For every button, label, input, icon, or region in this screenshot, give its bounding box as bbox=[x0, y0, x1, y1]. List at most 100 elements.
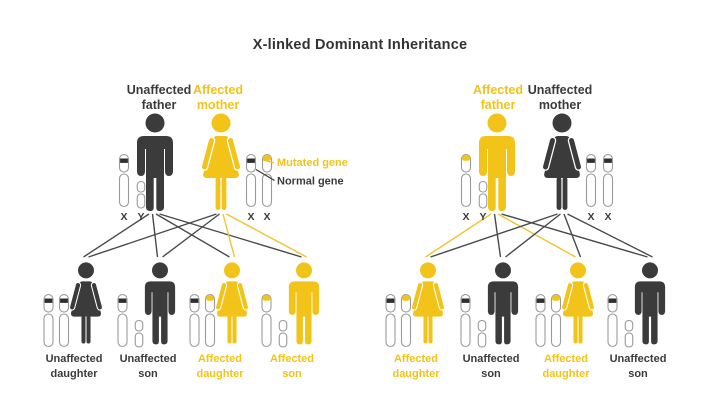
child-label: son bbox=[481, 368, 501, 380]
inheritance-line-father-to-child4 bbox=[501, 213, 648, 258]
child-figure bbox=[560, 262, 596, 344]
child-label: Unaffected bbox=[610, 353, 667, 365]
chromosome-letter: X bbox=[247, 211, 254, 223]
father-label: Affected bbox=[473, 83, 523, 97]
child-figure bbox=[410, 262, 446, 344]
inheritance-line-father-to-child1 bbox=[425, 213, 492, 258]
x-chromosome-icon bbox=[261, 294, 272, 348]
legend-normal-gene-label: Normal gene bbox=[277, 176, 344, 188]
chromosome-letter: X bbox=[263, 211, 270, 223]
child-label: daughter bbox=[392, 368, 440, 380]
legend-normal-pointer-line bbox=[255, 168, 275, 182]
x-chromosome-icon bbox=[118, 154, 130, 208]
father-label: father bbox=[142, 98, 177, 112]
chromosome-letter: X bbox=[587, 211, 594, 223]
legend-mutated-pointer-line bbox=[262, 159, 275, 164]
x-chromosome-icon bbox=[400, 294, 412, 348]
child-figure bbox=[144, 262, 176, 345]
mutated-gene-band bbox=[205, 295, 215, 301]
child-label: daughter bbox=[50, 368, 98, 380]
child-label: Affected bbox=[198, 353, 242, 365]
x-chromosome-icon bbox=[602, 154, 614, 208]
mother-figure bbox=[541, 113, 583, 210]
mother-label: mother bbox=[539, 98, 582, 112]
x-chromosome-icon bbox=[43, 294, 54, 348]
x-chromosome-icon bbox=[550, 294, 562, 348]
x-chromosome-icon bbox=[607, 294, 618, 348]
mother-label: mother bbox=[197, 98, 240, 112]
normal-gene-band bbox=[120, 158, 128, 163]
mutated-gene-band bbox=[461, 155, 471, 161]
mutated-gene-band bbox=[262, 295, 271, 301]
child-label: Affected bbox=[544, 353, 588, 365]
child-figure bbox=[288, 262, 320, 345]
normal-gene-band bbox=[190, 298, 199, 303]
x-chromosome-icon bbox=[385, 294, 396, 348]
child-figure bbox=[68, 262, 104, 344]
inheritance-line-father-to-child1 bbox=[83, 213, 150, 258]
y-chromosome-icon bbox=[278, 319, 288, 348]
inheritance-line-mother-to-child2 bbox=[505, 213, 561, 258]
inheritance-line-mother-to-child2 bbox=[162, 213, 220, 258]
x-chromosome-icon bbox=[189, 294, 200, 348]
father-figure bbox=[479, 113, 515, 211]
child-label: Affected bbox=[270, 353, 314, 365]
y-chromosome-icon bbox=[136, 180, 146, 209]
legend-mutated-gene-label: Mutated gene bbox=[277, 157, 348, 169]
inheritance-line-mother-to-child3 bbox=[563, 213, 582, 258]
inheritance-line-mother-to-child4 bbox=[226, 213, 307, 258]
father-label: father bbox=[481, 98, 516, 112]
child-label: daughter bbox=[196, 368, 244, 380]
father-label: Unaffected bbox=[127, 83, 192, 97]
chromosome-letter: X bbox=[462, 211, 469, 223]
x-chromosome-icon bbox=[460, 154, 472, 208]
father-figure bbox=[137, 113, 173, 211]
inheritance-line-father-to-child3 bbox=[155, 213, 230, 258]
normal-gene-band bbox=[118, 298, 127, 303]
inheritance-line-mother-to-child4 bbox=[567, 213, 653, 258]
mutated-gene-band bbox=[401, 295, 411, 301]
x-chromosome-icon bbox=[245, 154, 257, 208]
inheritance-line-father-to-child2 bbox=[493, 213, 502, 258]
normal-gene-band bbox=[587, 158, 595, 163]
normal-gene-band bbox=[44, 298, 53, 303]
mutated-gene-band bbox=[262, 155, 272, 161]
x-chromosome-icon bbox=[261, 154, 273, 208]
normal-gene-band bbox=[386, 298, 395, 303]
x-chromosome-icon bbox=[535, 294, 546, 348]
child-label: son bbox=[282, 368, 302, 380]
child-label: Unaffected bbox=[120, 353, 177, 365]
child-label: Affected bbox=[394, 353, 438, 365]
mother-figure bbox=[200, 113, 242, 210]
child-label: son bbox=[138, 368, 158, 380]
diagram-title: X-linked Dominant Inheritance bbox=[252, 37, 468, 53]
normal-gene-band bbox=[536, 298, 545, 303]
inheritance-line-father-to-child4 bbox=[159, 213, 302, 258]
y-chromosome-icon bbox=[477, 319, 487, 348]
y-chromosome-icon bbox=[134, 319, 144, 348]
child-label: Unaffected bbox=[463, 353, 520, 365]
chromosome-letter: X bbox=[120, 211, 127, 223]
inheritance-line-father-to-child3 bbox=[497, 213, 576, 258]
inheritance-line-father-to-child2 bbox=[151, 213, 159, 258]
chromosome-letter: X bbox=[604, 211, 611, 223]
inheritance-line-mother-to-child1 bbox=[430, 213, 558, 258]
child-figure bbox=[214, 262, 250, 344]
normal-gene-band bbox=[604, 158, 612, 163]
inheritance-line-mother-to-child1 bbox=[88, 213, 217, 258]
chromosome-letter: Y bbox=[137, 211, 144, 223]
mother-label: Unaffected bbox=[528, 83, 593, 97]
y-chromosome-icon bbox=[624, 319, 634, 348]
x-chromosome-icon bbox=[585, 154, 597, 208]
child-figure bbox=[487, 262, 519, 345]
x-chromosome-icon bbox=[204, 294, 216, 348]
mutated-gene-band bbox=[551, 295, 561, 301]
child-figure bbox=[634, 262, 666, 345]
mother-label: Affected bbox=[193, 83, 243, 97]
normal-gene-band bbox=[461, 298, 470, 303]
normal-gene-band bbox=[247, 158, 255, 163]
x-chromosome-icon bbox=[460, 294, 471, 348]
normal-gene-band bbox=[60, 298, 68, 303]
